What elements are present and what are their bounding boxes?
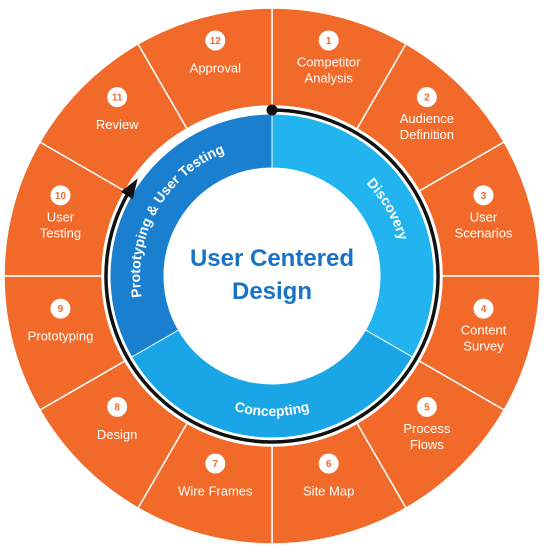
step-label: Approval: [190, 60, 241, 75]
center-circle: [164, 168, 380, 384]
step-number-badge: [205, 30, 226, 51]
center-title-line2: Design: [232, 278, 312, 305]
step-number: 11: [112, 93, 123, 104]
step-number: 3: [481, 191, 487, 202]
step-label: Audience: [400, 111, 454, 126]
step-label: Competitor: [297, 54, 361, 69]
cycle-start-dot: [266, 104, 278, 116]
step-label: Definition: [400, 127, 454, 142]
step-label: Testing: [40, 225, 81, 240]
cycle-arrow: [104, 104, 440, 444]
step-number-badge: [107, 87, 128, 108]
step-label: Analysis: [304, 70, 353, 85]
step-number: 4: [481, 304, 487, 315]
center-disc: User Centered Design: [164, 168, 380, 384]
step-number-badge: [50, 298, 71, 319]
segment-wedge: [136, 7, 273, 130]
step-number-badge: [473, 298, 494, 319]
step-number: 6: [326, 459, 332, 470]
center-title-line1: User Centered: [190, 245, 354, 272]
step-label: Flows: [410, 437, 444, 452]
cycle-arrowhead: [120, 178, 138, 200]
step-number-badge: [318, 453, 339, 474]
step-number-badge: [107, 396, 128, 417]
step-number-badge: [318, 30, 339, 51]
step-number: 2: [424, 93, 430, 104]
step-number: 5: [424, 402, 430, 413]
step-number: 7: [213, 459, 219, 470]
step-label: User: [47, 209, 75, 224]
step-label: Design: [97, 427, 137, 442]
step-label: User: [470, 209, 498, 224]
step-label: Survey: [463, 339, 504, 354]
step-number-badge: [473, 185, 494, 206]
step-number: 12: [210, 36, 222, 47]
step-number-badge: [416, 87, 437, 108]
step-number: 9: [58, 304, 64, 315]
outer-ring: 1CompetitorAnalysis2AudienceDefinition3U…: [3, 7, 541, 545]
step-number: 8: [114, 402, 120, 413]
step-number: 10: [55, 191, 67, 202]
step-label: Content: [461, 323, 507, 338]
cycle-arrow-line: [104, 108, 440, 444]
step-label: Wire Frames: [178, 484, 253, 499]
step-label: Site Map: [303, 484, 354, 499]
step-number-badge: [50, 185, 71, 206]
phase-label-2: Concepting: [233, 398, 311, 419]
step-label: Process: [403, 421, 450, 436]
step-number-badge: [205, 453, 226, 474]
step-number: 1: [326, 36, 332, 47]
step-label: Review: [96, 117, 139, 132]
step-number-badge: [416, 396, 437, 417]
step-label: Prototyping: [28, 329, 94, 344]
step-label: Scenarios: [455, 225, 513, 240]
